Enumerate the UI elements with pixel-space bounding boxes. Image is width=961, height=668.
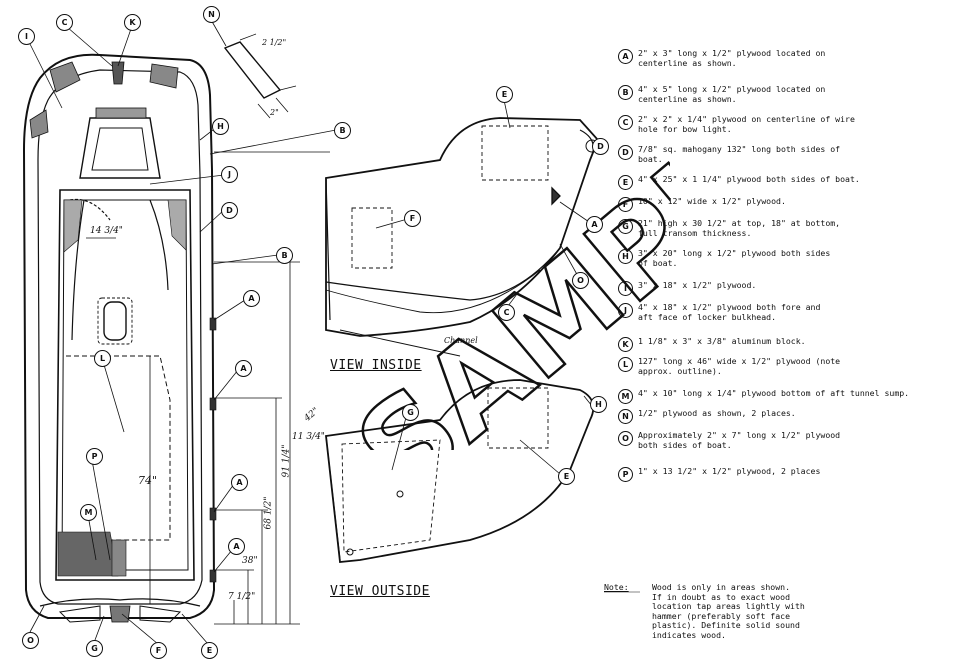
dim-11: 11 3/4" — [292, 432, 325, 442]
callout-d-inside: D — [592, 138, 609, 155]
callout-o-inside: O — [572, 272, 589, 289]
legend-text: 2" x 3" long x 1/2" plywood located on c… — [638, 48, 826, 68]
legend-item: J 4" x 18" x 1/2" plywood both fore and a… — [618, 302, 958, 336]
dim-n1: 2 1/2" — [262, 38, 287, 47]
dim-38: 38" — [242, 556, 258, 566]
top-view-hull — [22, 25, 337, 645]
callout-a-1: A — [243, 290, 260, 307]
callout-a-inside: A — [586, 216, 603, 233]
view-outside-hull — [325, 379, 595, 563]
legend-key: C — [618, 115, 633, 130]
callout-c-top: C — [56, 14, 73, 31]
legend-item: L 127" long x 46" wide x 1/2" plywood (no… — [618, 356, 958, 388]
legend-text: 127" long x 46" wide x 1/2" plywood (not… — [638, 356, 841, 376]
legend-item: K 1 1/8" x 3" x 3/8" aluminum block. — [618, 336, 958, 356]
legend-text: 2" x 2" x 1/4" plywood on centerline of … — [638, 114, 855, 134]
view-inside-hull — [325, 99, 600, 357]
callout-m: M — [80, 504, 97, 521]
legend-key: M — [618, 389, 633, 404]
legend-text: 4" x 25" x 1 1/4" plywood both sides of … — [638, 174, 860, 184]
legend-item: D 7/8" sq. mahogany 132" long both sides … — [618, 144, 958, 174]
legend-text: 3" x 18" x 1/2" plywood. — [638, 280, 757, 290]
callout-d: D — [221, 202, 238, 219]
legend-key: K — [618, 337, 633, 352]
callout-g-outside: G — [402, 404, 419, 421]
legend-key: N — [618, 409, 633, 424]
legend-text: 1 1/8" x 3" x 3/8" aluminum block. — [638, 336, 806, 346]
legend-key: B — [618, 85, 633, 100]
legend-key: F — [618, 197, 633, 212]
callout-f-inside: F — [404, 210, 421, 227]
legend-text: 7/8" sq. mahogany 132" long both sides o… — [638, 144, 841, 164]
callout-e-bottom: E — [201, 642, 218, 659]
legend-item: N 1/2" plywood as shown, 2 places. — [618, 408, 958, 430]
dim-74: 74" — [138, 474, 158, 487]
legend-item: O Approximately 2" x 7" long x 1/2" plywo… — [618, 430, 958, 466]
callout-a-4: A — [228, 538, 245, 555]
legend-key: P — [618, 467, 633, 482]
legend-key: O — [618, 431, 633, 446]
legend-text: 21" high x 30 1/2" at top, 18" at bottom… — [638, 218, 841, 238]
legend-key: G — [618, 219, 633, 234]
legend-item: G 21" high x 30 1/2" at top, 18" at botto… — [618, 218, 958, 248]
legend-item: M 4" x 10" long x 1/4" plywood bottom of … — [618, 388, 958, 408]
legend-key: E — [618, 175, 633, 190]
callout-a-2: A — [235, 360, 252, 377]
legend-text: Approximately 2" x 7" long x 1/2" plywoo… — [638, 430, 841, 450]
dim-14: 14 3/4" — [90, 226, 123, 236]
legend-text: 10" x 12" wide x 1/2" plywood. — [638, 196, 786, 206]
legend-text: 1/2" plywood as shown, 2 places. — [638, 408, 796, 418]
legend-key: D — [618, 145, 633, 160]
legend-text: 3" x 20" long x 1/2" plywood both sides … — [638, 248, 831, 268]
callout-c-inside: C — [498, 304, 515, 321]
legend-item: I 3" x 18" x 1/2" plywood. — [618, 280, 958, 302]
note-label: Note: — [604, 582, 629, 592]
callout-h: H — [212, 118, 229, 135]
callout-h-outside: H — [590, 396, 607, 413]
legend-item: B 4" x 5" long x 1/2" plywood located on … — [618, 84, 958, 114]
callout-g-bottom: G — [86, 640, 103, 657]
legend-item: C 2" x 2" x 1/4" plywood on centerline of… — [618, 114, 958, 144]
callout-e-outside: E — [558, 468, 575, 485]
callout-b-upper: B — [334, 122, 351, 139]
legend-item: E 4" x 25" x 1 1/4" plywood both sides of… — [618, 174, 958, 196]
callout-k: K — [124, 14, 141, 31]
callout-i: I — [18, 28, 35, 45]
callout-n: N — [203, 6, 220, 23]
legend-text: 4" x 10" long x 1/4" plywood bottom of a… — [638, 388, 910, 398]
dim-68: 68 1/2" — [263, 496, 274, 530]
parts-legend: A 2" x 3" long x 1/2" plywood located on … — [618, 48, 958, 486]
legend-key: J — [618, 303, 633, 318]
legend-item: H 3" x 20" long x 1/2" plywood both sides… — [618, 248, 958, 280]
dim-7: 7 1/2" — [228, 592, 256, 602]
callout-f-bottom: F — [150, 642, 167, 659]
callout-e-inside: E — [496, 86, 513, 103]
view-inside-label: VIEW INSIDE — [330, 358, 422, 373]
wood-location-note: Note: Wood is only in areas shown. If in… — [604, 582, 864, 641]
legend-key: A — [618, 49, 633, 64]
callout-j: J — [221, 166, 238, 183]
legend-item: P 1" x 13 1/2" x 1/2" plywood, 2 places — [618, 466, 958, 486]
legend-item: A 2" x 3" long x 1/2" plywood located on … — [618, 48, 958, 84]
callout-o-bottom: O — [22, 632, 39, 649]
callout-p: P — [86, 448, 103, 465]
n-plywood-detail — [209, 17, 297, 119]
dim-91: 91 1/4" — [281, 444, 292, 478]
note-text: Wood is only in areas shown. If in doubt… — [652, 582, 805, 640]
legend-item: F 10" x 12" wide x 1/2" plywood. — [618, 196, 958, 218]
channel-label: Channel — [444, 336, 478, 345]
legend-key: L — [618, 357, 633, 372]
legend-text: 4" x 18" x 1/2" plywood both fore and af… — [638, 302, 821, 322]
callout-a-3: A — [231, 474, 248, 491]
legend-key: I — [618, 281, 633, 296]
callout-b-lower: B — [276, 247, 293, 264]
dim-n2: 2" — [270, 108, 279, 117]
legend-key: H — [618, 249, 633, 264]
view-outside-label: VIEW OUTSIDE — [330, 584, 430, 599]
legend-text: 4" x 5" long x 1/2" plywood located on c… — [638, 84, 826, 104]
callout-l: L — [94, 350, 111, 367]
legend-text: 1" x 13 1/2" x 1/2" plywood, 2 places — [638, 466, 821, 476]
